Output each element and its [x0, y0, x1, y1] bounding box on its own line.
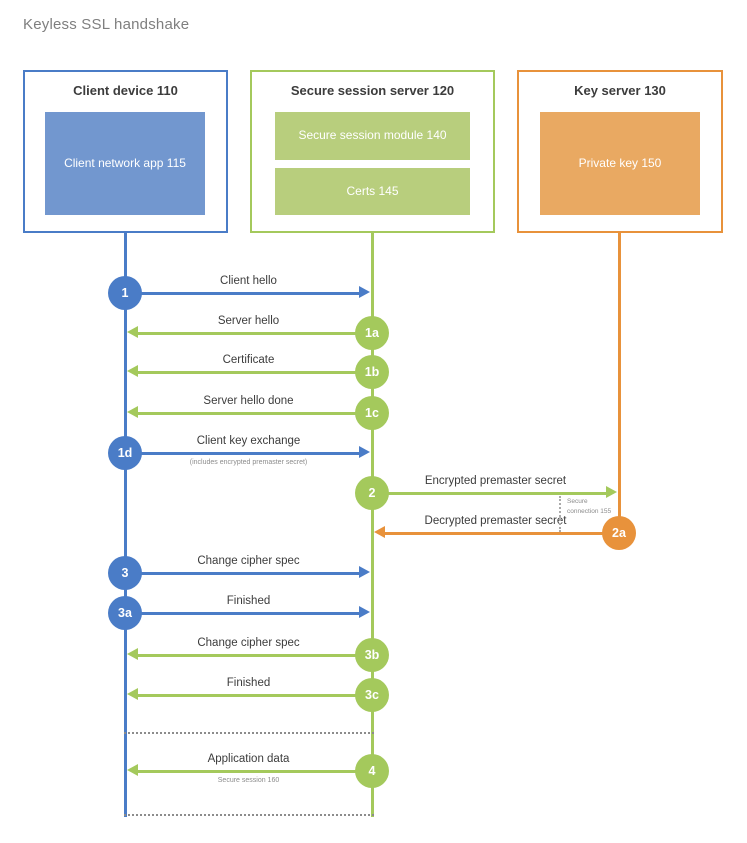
arrowhead-4 [127, 764, 138, 776]
message-label-2a: Decrypted premaster secret [424, 515, 567, 527]
arrow-line-1c [135, 412, 372, 415]
arrow-line-2 [372, 492, 609, 495]
arrowhead-2 [606, 486, 617, 498]
message-label-4: Application data [207, 753, 290, 765]
message-label-1: Client hello [220, 275, 277, 287]
message-label-3b: Change cipher spec [197, 637, 300, 649]
arrow-line-1d [125, 452, 362, 455]
message-sublabel-1d: (includes encrypted premaster secret) [189, 459, 308, 466]
secure-connection-label: Secure connection 155 [567, 498, 612, 515]
step-circle-1: 1 [108, 276, 142, 310]
session-separator-0 [124, 732, 374, 734]
message-sublabel-4: Secure session 160 [217, 777, 280, 784]
actor-title-server: Secure session server 120 [290, 83, 455, 98]
component-box-server-0: Secure session module 140 [275, 112, 470, 160]
arrowhead-2a [374, 526, 385, 538]
secure-connection-dotted-line [559, 496, 561, 532]
arrow-line-3c [135, 694, 372, 697]
component-box-client-0: Client network app 115 [45, 112, 205, 215]
arrow-line-4 [135, 770, 372, 773]
arrow-line-3b [135, 654, 372, 657]
message-label-3c: Finished [226, 677, 271, 689]
lifeline-key [618, 231, 621, 535]
message-label-3a: Finished [226, 595, 271, 607]
lifeline-client [124, 231, 127, 817]
arrowhead-3b [127, 648, 138, 660]
session-separator-1 [124, 814, 374, 816]
arrowhead-3a [359, 606, 370, 618]
step-circle-2: 2 [355, 476, 389, 510]
message-label-1c: Server hello done [203, 395, 294, 407]
arrow-line-1 [125, 292, 362, 295]
message-label-2: Encrypted premaster secret [424, 475, 567, 487]
arrowhead-1a [127, 326, 138, 338]
actor-title-client: Client device 110 [73, 83, 178, 98]
lifeline-server [371, 231, 374, 817]
component-box-server-1: Certs 145 [275, 168, 470, 215]
step-circle-1d: 1d [108, 436, 142, 470]
arrowhead-1c [127, 406, 138, 418]
step-circle-3: 3 [108, 556, 142, 590]
arrow-line-3 [125, 572, 362, 575]
arrowhead-1b [127, 365, 138, 377]
actor-title-key: Key server 130 [574, 83, 666, 98]
step-circle-1c: 1c [355, 396, 389, 430]
component-box-key-0: Private key 150 [540, 112, 700, 215]
message-label-1d: Client key exchange [196, 435, 301, 447]
step-circle-1b: 1b [355, 355, 389, 389]
step-circle-1a: 1a [355, 316, 389, 350]
arrow-line-3a [125, 612, 362, 615]
page-title: Keyless SSL handshake [23, 16, 190, 33]
step-circle-3b: 3b [355, 638, 389, 672]
arrowhead-3 [359, 566, 370, 578]
step-circle-3a: 3a [108, 596, 142, 630]
message-label-3: Change cipher spec [197, 555, 300, 567]
arrowhead-3c [127, 688, 138, 700]
step-circle-2a: 2a [602, 516, 636, 550]
arrow-line-1b [135, 371, 372, 374]
message-label-1b: Certificate [222, 354, 275, 366]
step-circle-3c: 3c [355, 678, 389, 712]
arrowhead-1 [359, 286, 370, 298]
arrowhead-1d [359, 446, 370, 458]
message-label-1a: Server hello [217, 315, 280, 327]
step-circle-4: 4 [355, 754, 389, 788]
arrow-line-2a [382, 532, 619, 535]
arrow-line-1a [135, 332, 372, 335]
